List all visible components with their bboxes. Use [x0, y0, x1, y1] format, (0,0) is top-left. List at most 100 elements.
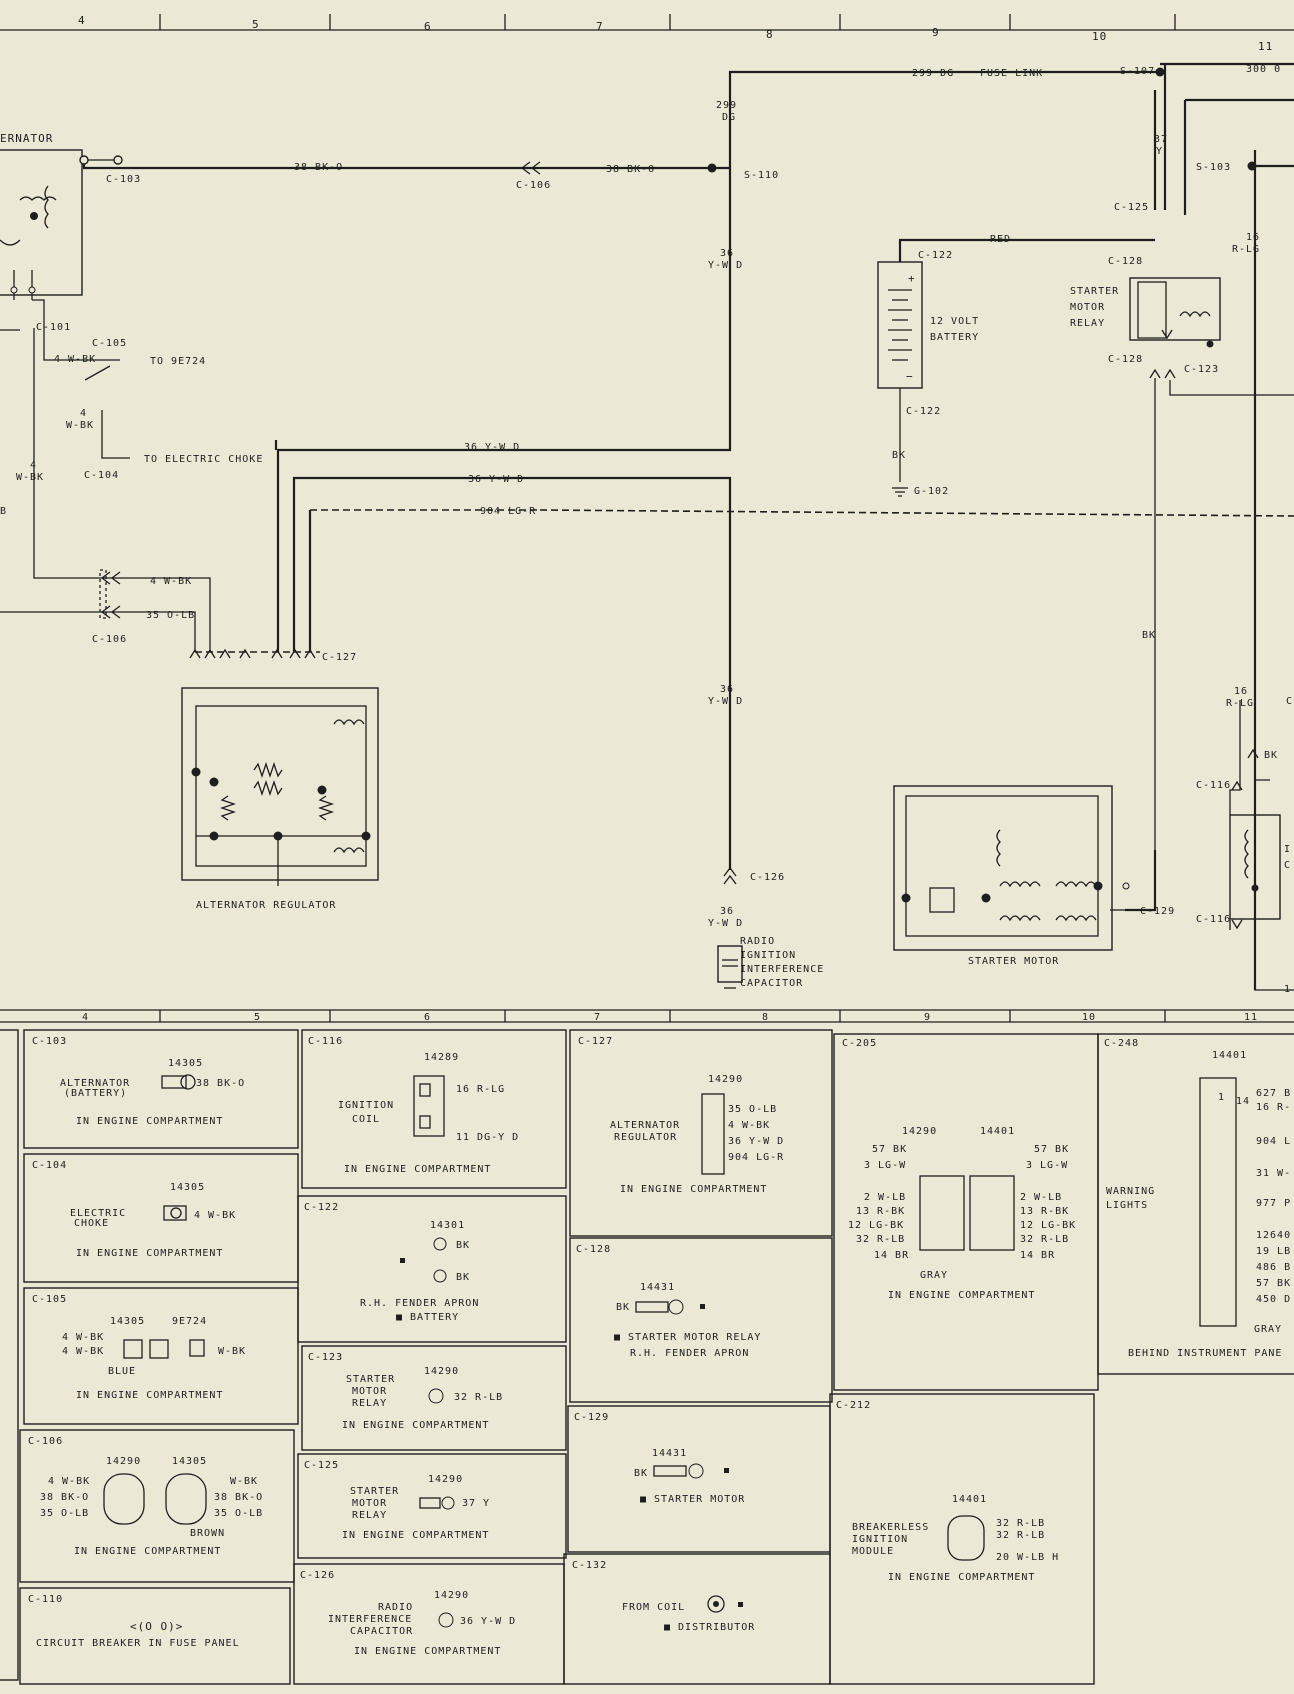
c212-line3: MODULE — [852, 1546, 894, 1557]
alternator-symbol — [0, 149, 123, 300]
c106-loc: IN ENGINE COMPARTMENT — [74, 1546, 221, 1557]
c116-line2: COIL — [352, 1114, 380, 1125]
c123-part: 14290 — [424, 1366, 459, 1377]
cell-c125: C-125 14290 STARTER MOTOR RELAY 37 Y IN … — [297, 1453, 567, 1559]
c248-pin: 14 — [1236, 1096, 1250, 1107]
battery-symbol: + − — [877, 261, 923, 497]
c126-id: C-126 — [300, 1570, 335, 1581]
wires — [0, 62, 1294, 991]
c205-wr6: 14 BR — [1020, 1250, 1055, 1261]
c205-wr2: 2 W-LB — [1020, 1192, 1062, 1203]
c125-line1: STARTER — [350, 1486, 399, 1497]
label-starter-motor: STARTER MOTOR — [968, 956, 1059, 967]
ruler-bot-5: 5 — [254, 1012, 261, 1023]
cell-c248: C-248 14401 14 1 WARNING LIGHTS 627 B 16… — [1097, 1033, 1294, 1375]
label-37b: Y — [1156, 146, 1163, 157]
label-299b: DG — [722, 112, 736, 123]
label-36b: Y-W D — [708, 260, 743, 271]
c106-wr0: W-BK — [230, 1476, 258, 1487]
c110-symbol: <(O O)> — [130, 1620, 183, 1633]
label-c103-diagram: C-103 — [106, 174, 141, 185]
c129-note: ■ STARTER MOTOR — [640, 1494, 745, 1505]
c248-label2: LIGHTS — [1106, 1200, 1148, 1211]
label-16a: 16 — [1246, 232, 1260, 243]
label-4wbk-to: 4 W-BK — [54, 354, 96, 365]
label-4a: 4 — [80, 408, 87, 419]
ruler-top-8: 8 — [766, 28, 774, 41]
label-capacitor-1: RADIO — [740, 936, 775, 947]
label-36f: Y-W D — [708, 918, 743, 929]
label-c106-diagram: C-106 — [92, 634, 127, 645]
ruler-bot-8: 8 — [762, 1012, 769, 1023]
label-16c: 16 — [1234, 686, 1248, 697]
c127-line1: ALTERNATOR — [610, 1120, 680, 1131]
label-36e: 36 — [720, 906, 734, 917]
c128-note2: R.H. FENDER APRON — [630, 1348, 749, 1359]
c125-loc: IN ENGINE COMPARTMENT — [342, 1530, 489, 1541]
label-c122a: C-122 — [918, 250, 953, 261]
c123-line2: MOTOR — [352, 1386, 387, 1397]
c205-wl1: 3 LG-W — [864, 1160, 906, 1171]
label-c101: C-101 — [36, 322, 71, 333]
c132-id: C-132 — [572, 1560, 607, 1571]
c106-w0: 4 W-BK — [48, 1476, 90, 1487]
c248-color: GRAY — [1254, 1324, 1282, 1335]
label-c127-diagram: C-127 — [322, 652, 357, 663]
label-36d: Y-W D — [708, 696, 743, 707]
cell-c132: C-132 FROM COIL ■ DISTRIBUTOR — [563, 1553, 831, 1685]
c205-wl0: 57 BK — [872, 1144, 907, 1155]
c248-w5: 12640 — [1256, 1230, 1291, 1241]
c103-line2: (BATTERY) — [64, 1088, 127, 1099]
c126-part: 14290 — [434, 1590, 469, 1601]
label-wire-38a: 38 BK-O — [294, 162, 343, 173]
cell-c126: C-126 14290 RADIO INTERFERENCE CAPACITOR… — [293, 1563, 565, 1685]
c106-wr2: 35 O-LB — [214, 1508, 263, 1519]
label-4c: 4 — [30, 460, 37, 471]
label-regulator: ALTERNATOR REGULATOR — [196, 900, 336, 911]
c205-wr3: 13 R-BK — [1020, 1206, 1069, 1217]
c122-part: 14301 — [430, 1220, 465, 1231]
c205-wr4: 12 LG-BK — [1020, 1220, 1076, 1231]
c205-loc: IN ENGINE COMPARTMENT — [888, 1290, 1035, 1301]
c127-w2: 36 Y-W D — [728, 1136, 784, 1147]
cell-c122: C-122 14301 BK BK R.H. FENDER APRON ■ BA… — [297, 1195, 567, 1343]
label-starter-relay-3: RELAY — [1070, 318, 1105, 329]
label-c128a: C-128 — [1108, 256, 1143, 267]
c212-line2: IGNITION — [852, 1534, 908, 1545]
c248-part: 14401 — [1212, 1050, 1247, 1061]
label-bk3: BK — [1264, 750, 1278, 761]
label-alternator: ERNATOR — [0, 132, 53, 145]
label-c105-diagram: C-105 — [92, 338, 127, 349]
c105-part: 14305 — [110, 1316, 145, 1327]
starter-motor-symbol — [893, 785, 1130, 951]
c127-loc: IN ENGINE COMPARTMENT — [620, 1184, 767, 1195]
cell-c105: C-105 14305 9E724 4 W-BK 4 W-BK W-BK BLU… — [23, 1287, 299, 1425]
ruler-top-11: 11 — [1258, 40, 1273, 53]
c110-id: C-110 — [28, 1594, 63, 1605]
c205-part2: 14401 — [980, 1126, 1015, 1137]
c127-line2: REGULATOR — [614, 1132, 677, 1143]
c212-loc: IN ENGINE COMPARTMENT — [888, 1572, 1035, 1583]
c103-loc: IN ENGINE COMPARTMENT — [76, 1116, 223, 1127]
label-c116b: C-116 — [1196, 914, 1231, 925]
c106-id: C-106 — [28, 1436, 63, 1447]
c116-loc: IN ENGINE COMPARTMENT — [344, 1164, 491, 1175]
c116-line1: IGNITION — [338, 1100, 394, 1111]
cell-c123: C-123 14290 STARTER MOTOR RELAY 32 R-LB … — [301, 1345, 567, 1451]
c122-loc: R.H. FENDER APRON — [360, 1298, 479, 1309]
label-36-2: 36 Y-W D — [468, 474, 524, 485]
label-4wbk: 4 W-BK — [150, 576, 192, 587]
label-c106-top: C-106 — [516, 180, 551, 191]
c126-wire: 36 Y-W D — [460, 1616, 516, 1627]
c125-wire: 37 Y — [462, 1498, 490, 1509]
c212-line1: BREAKERLESS — [852, 1522, 929, 1533]
label-c104-diagram: C-104 — [84, 470, 119, 481]
c104-part: 14305 — [170, 1182, 205, 1193]
c105-part2: 9E724 — [172, 1316, 207, 1327]
c205-wl6: 14 BR — [874, 1250, 909, 1261]
label-capacitor-2: IGNITION — [740, 950, 796, 961]
label-c128b: C-128 — [1108, 354, 1143, 365]
label-c116a: C-116 — [1196, 780, 1231, 791]
c127-w0: 35 O-LB — [728, 1104, 777, 1115]
